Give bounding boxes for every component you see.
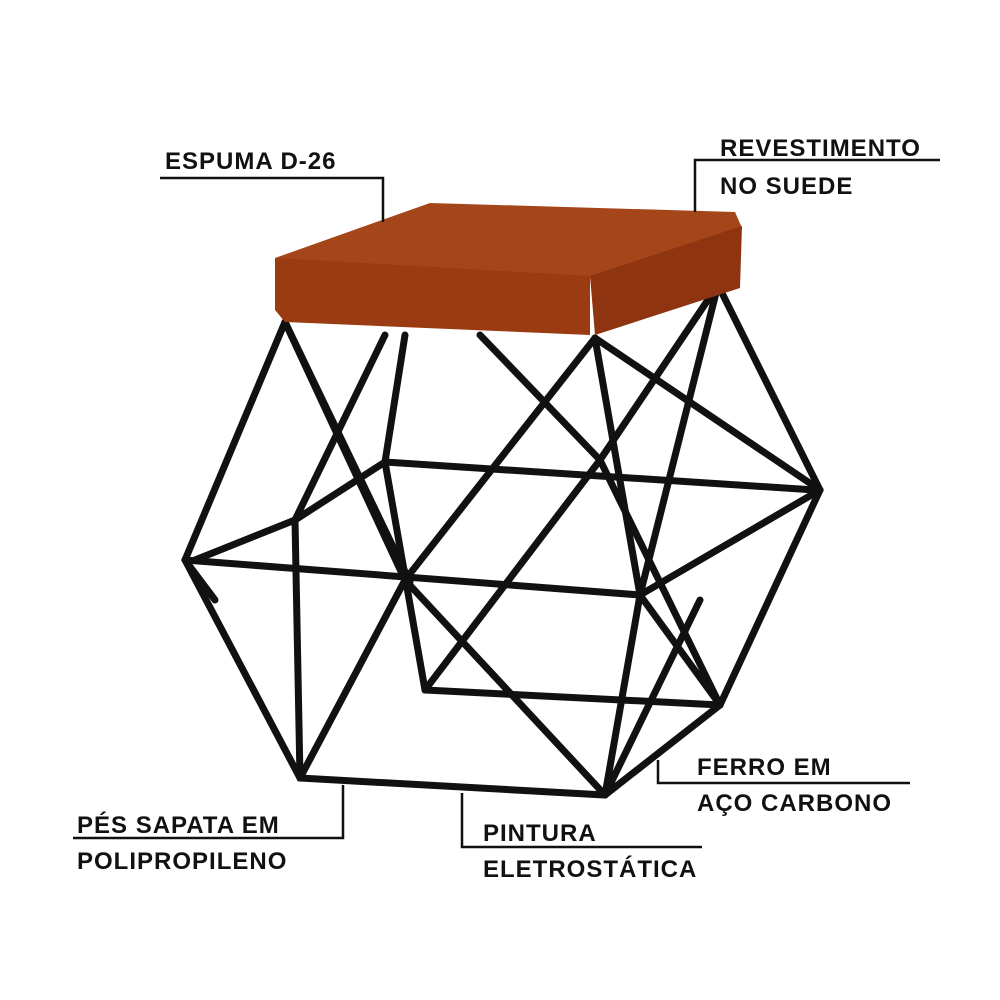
callout-foam: ESPUMA D-26: [165, 148, 336, 176]
callout-upholstery: REVESTIMENTO NO SUEDE: [720, 130, 921, 206]
callout-foam-text: ESPUMA D-26: [165, 148, 337, 175]
callout-upholstery-line2: NO SUEDE: [720, 173, 854, 200]
callout-feet-line2: POLIPROPILENO: [77, 848, 288, 875]
callout-iron: FERRO EM AÇO CARBONO: [697, 750, 892, 822]
callout-iron-line2: AÇO CARBONO: [697, 790, 892, 817]
callout-feet: PÉS SAPATA EM POLIPROPILENO: [77, 808, 287, 880]
seat-cushion: [275, 203, 742, 335]
callout-paint: PINTURA ELETROSTÁTICA: [483, 816, 697, 888]
wire-frame: [181, 281, 824, 799]
callout-upholstery-line1: REVESTIMENTO: [720, 135, 921, 162]
callout-lines: [73, 158, 940, 849]
callout-paint-line2: ELETROSTÁTICA: [483, 856, 698, 883]
callout-feet-line1: PÉS SAPATA EM: [77, 812, 280, 839]
callout-paint-line1: PINTURA: [483, 820, 597, 847]
callout-iron-line1: FERRO EM: [697, 754, 832, 781]
